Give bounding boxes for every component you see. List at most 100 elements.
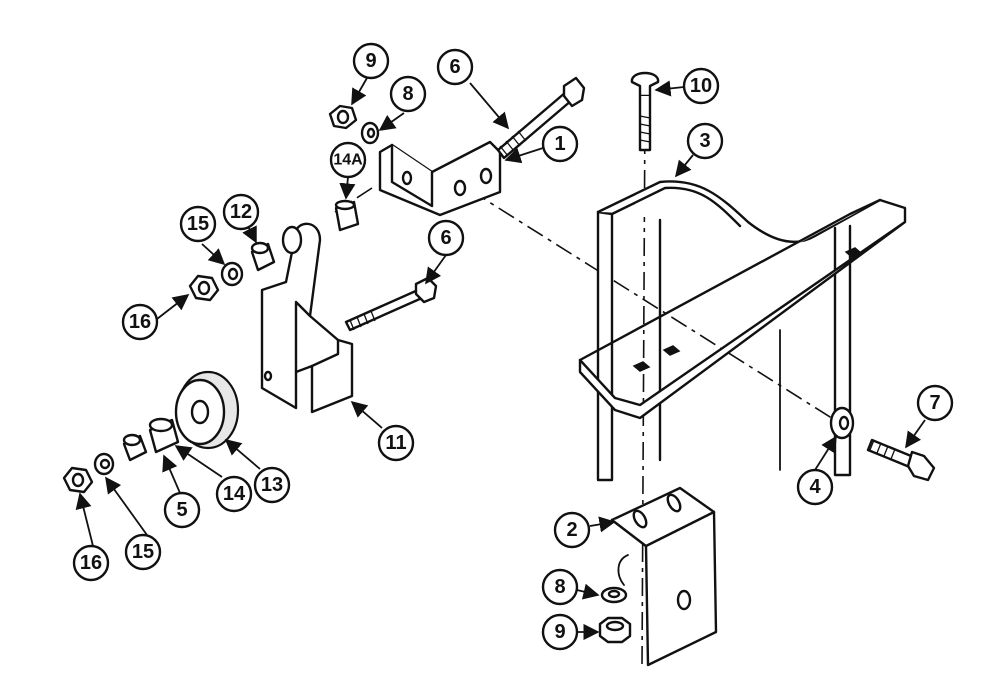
- lower-bracket-hole: [676, 589, 692, 611]
- nut-9-upper-bore: [336, 109, 350, 125]
- callout-10: 10: [682, 67, 720, 105]
- callout-11: 11: [377, 424, 415, 462]
- part-2-lower-bracket: [610, 486, 718, 667]
- spacer-14a: [334, 199, 360, 232]
- spacer-12: [250, 241, 276, 272]
- washer-4-inner: [838, 415, 850, 431]
- callout-8-upper: 8: [389, 75, 427, 113]
- hidden-line-lower-bracket: [617, 554, 629, 586]
- svg-text:5: 5: [176, 499, 187, 521]
- svg-text:8: 8: [402, 83, 413, 105]
- spacer-14-end: [148, 417, 174, 433]
- callout-8-lower: 8: [541, 568, 579, 606]
- svg-text:13: 13: [261, 474, 283, 496]
- svg-text:6: 6: [449, 56, 460, 78]
- arm-pivot-bore: [281, 225, 303, 255]
- square-hole-1: [632, 361, 651, 372]
- slot-2: [666, 493, 682, 513]
- frame-top-flange: [578, 180, 907, 420]
- callout-12: 12: [222, 193, 260, 231]
- svg-text:14A: 14A: [333, 152, 363, 169]
- washer-15-upper: [220, 261, 244, 287]
- svg-text:3: 3: [699, 130, 710, 152]
- callout-16-lower: 16: [72, 544, 110, 582]
- frame-bend: [610, 186, 742, 228]
- spacer-5: [122, 433, 148, 462]
- frame-flange-edge: [578, 198, 882, 362]
- callout-7: 7: [916, 384, 954, 422]
- spacer-12-end: [250, 241, 270, 255]
- carriage-bolt-head: [630, 71, 660, 98]
- carriage-bolt-shank: [638, 94, 652, 152]
- svg-text:6: 6: [440, 227, 451, 249]
- washer-15-lower: [93, 452, 115, 476]
- callout-5: 5: [163, 491, 201, 529]
- callout-4: 4: [796, 468, 834, 506]
- svg-text:8: 8: [554, 576, 565, 598]
- roller-13-hub: [190, 399, 210, 425]
- callout-9-lower: 9: [541, 613, 579, 651]
- nut-9-upper: [328, 104, 358, 130]
- bolt-7: [866, 438, 936, 482]
- spacer-14a-end: [334, 199, 356, 211]
- roller-13: [174, 370, 240, 450]
- svg-text:15: 15: [132, 541, 154, 563]
- svg-text:16: 16: [80, 552, 102, 574]
- bolt-6-upper-head: [562, 76, 586, 108]
- nut-16-lower: [62, 466, 94, 494]
- bolt-10-carriage: [630, 71, 660, 152]
- washer-8-lower: [600, 586, 628, 604]
- bolt-6-lower-shank: [344, 288, 424, 332]
- bolt-6-upper: [496, 76, 586, 160]
- callout-3: 3: [686, 122, 724, 160]
- svg-text:12: 12: [230, 201, 252, 223]
- bolt-6-lower: [344, 276, 438, 332]
- arm-fold: [294, 300, 312, 374]
- svg-text:7: 7: [929, 392, 940, 414]
- svg-text:14: 14: [223, 483, 246, 505]
- washer-8-upper-inner: [366, 127, 376, 139]
- washer-8-lower-inner: [607, 589, 621, 599]
- upper-bracket-hole-1: [401, 170, 413, 186]
- callout-2: 2: [553, 511, 591, 549]
- callout-6-upper: 6: [436, 48, 474, 86]
- callout-6-lower: 6: [427, 219, 465, 257]
- arm-channel: [310, 338, 340, 368]
- upper-bracket-bend: [390, 143, 434, 208]
- callout-15-upper: 15: [179, 205, 217, 243]
- callout-13: 13: [253, 466, 291, 504]
- callout-15-lower: 15: [124, 533, 162, 571]
- spacer-14: [148, 417, 180, 454]
- nut-9-lower: [598, 616, 632, 644]
- svg-text:9: 9: [365, 50, 376, 72]
- svg-text:2: 2: [566, 519, 577, 541]
- callout-9-upper: 9: [352, 42, 390, 80]
- centerline-vertical: [641, 101, 646, 669]
- part-11-roller-arm: [260, 222, 354, 414]
- upper-bracket-hole-2: [453, 179, 467, 197]
- part-1-upper-bracket: [378, 140, 502, 217]
- callout-14: 14: [215, 475, 253, 513]
- nut-16-upper: [188, 274, 220, 302]
- square-hole-3: [844, 247, 863, 258]
- centerline-diagonal: [469, 189, 839, 423]
- washer-15-lower-inner: [99, 458, 111, 470]
- bolt-7-head: [906, 450, 936, 482]
- callout-14a: 14A: [329, 141, 367, 179]
- svg-text:1: 1: [554, 133, 565, 155]
- svg-text:16: 16: [129, 311, 151, 333]
- svg-text:9: 9: [554, 621, 565, 643]
- washer-8-upper: [360, 121, 380, 145]
- svg-text:11: 11: [385, 432, 406, 454]
- slot-1: [632, 509, 648, 529]
- nut-16-lower-bore: [71, 472, 85, 488]
- nut-16-upper-bore: [197, 280, 211, 296]
- svg-text:10: 10: [690, 75, 712, 97]
- nut-9-lower-bore: [605, 620, 625, 632]
- leader-lines: [75, 77, 926, 641]
- part-3-mounting-frame: [578, 180, 907, 482]
- spacer-5-end: [122, 433, 142, 447]
- washer-15-upper-inner: [227, 267, 239, 281]
